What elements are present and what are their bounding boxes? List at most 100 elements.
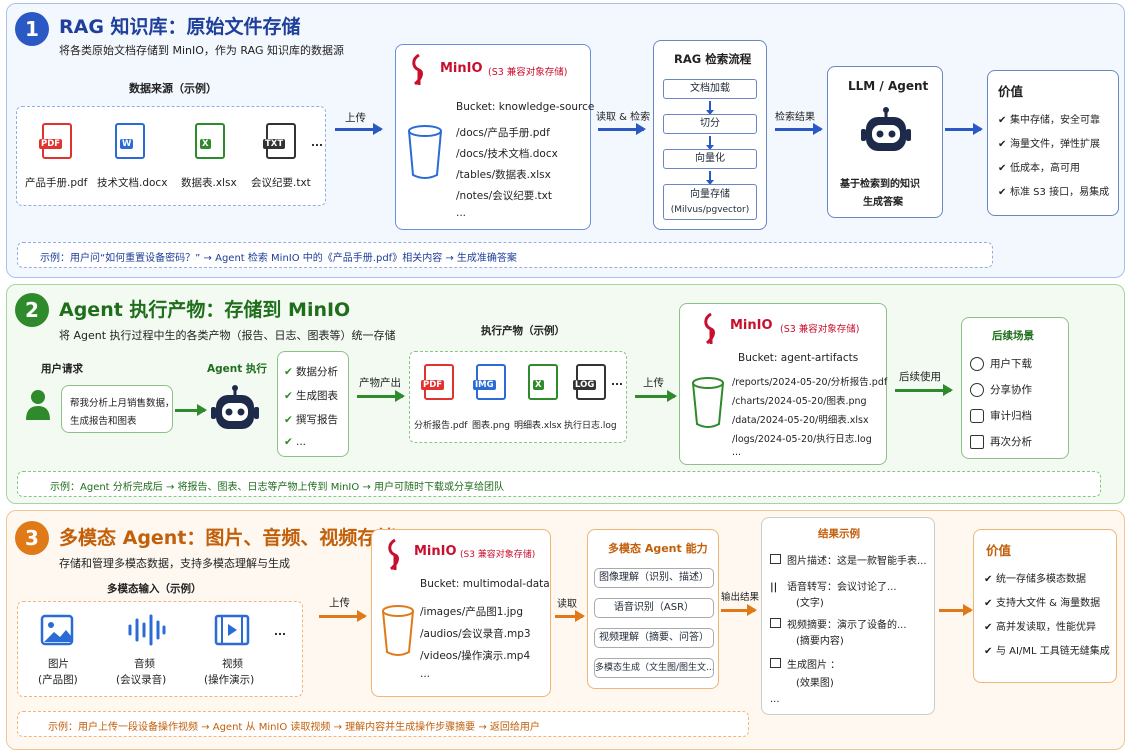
upload-label: 上传 xyxy=(643,377,664,389)
result-sub: (摘要内容) xyxy=(796,636,844,647)
value-arrow xyxy=(945,123,983,135)
section-multimodal: 3 多模态 Agent：图片、音频、视频存储 存储和管理多模态数据，支持多模态理… xyxy=(6,510,1125,750)
user-message: 帮我分析上月销售数据， 生成报告和图表 xyxy=(61,385,175,433)
value-item: ✔统一存储多模态数据 xyxy=(984,574,1086,585)
user-icon xyxy=(26,390,50,420)
minio-box: MinIO (S3 兼容对象存储) Bucket: multimodal-dat… xyxy=(371,529,551,697)
value-item: ✔集中存储，安全可靠 xyxy=(998,115,1100,126)
file-name: 产品手册.pdf xyxy=(25,177,88,189)
capability-item: 多模态生成（文生图/图生文... xyxy=(594,658,714,678)
object-path: /data/2024-05-20/明细表.xlsx xyxy=(732,415,869,426)
produce-arrow xyxy=(357,390,405,402)
value-item: ✔海量文件，弹性扩展 xyxy=(998,139,1100,150)
rag-step: 文档加载 xyxy=(663,79,757,99)
video-icon xyxy=(770,618,781,628)
image-icon xyxy=(770,658,781,668)
rag-flow-box: RAG 检索流程 文档加载 切分 向量化 向量存储(Milvus/pgvecto… xyxy=(653,40,767,230)
section-title: Agent 执行产物：存储到 MinIO xyxy=(59,299,351,321)
more-ellipsis: ... xyxy=(311,137,323,149)
output-arrow xyxy=(721,604,757,616)
down-arrow xyxy=(706,136,714,150)
output-label: 输出结果 xyxy=(721,592,760,603)
log-file-icon: LOG xyxy=(573,364,606,400)
value-title: 价值 xyxy=(998,84,1024,99)
value-item: ✔低成本，高可用 xyxy=(998,163,1080,174)
analysis-icon xyxy=(970,435,984,449)
task-item: ✔数据分析 xyxy=(284,366,338,378)
file-name: 执行日志.log xyxy=(564,421,617,431)
object-path: /tables/数据表.xlsx xyxy=(456,169,551,181)
inputs-box: ... 图片 (产品图) 音频 (会议录音) 视频 (操作演示) xyxy=(17,601,303,697)
section-rag: 1 RAG 知识库：原始文件存储 将各类原始文档存储到 MinIO，作为 RAG… xyxy=(6,3,1125,278)
file-name: 图表.png xyxy=(472,421,510,431)
example-box: 示例：用户问“如何重置设备密码？” → Agent 检索 MinIO 中的《产品… xyxy=(17,242,993,268)
file-name: 技术文档.docx xyxy=(97,177,168,189)
value-item: ✔高并发读取，性能优异 xyxy=(984,622,1096,633)
capability-title: 多模态 Agent 能力 xyxy=(608,542,708,555)
example-text: 示例：用户问“如何重置设备密码？” → Agent 检索 MinIO 中的《产品… xyxy=(40,253,517,264)
capability-box: 多模态 Agent 能力 图像理解（识别、描述） 语音识别（ASR） 视频理解（… xyxy=(587,529,719,689)
object-path: ... xyxy=(732,447,742,458)
share-icon xyxy=(970,383,984,397)
archive-icon xyxy=(970,409,984,423)
upload-label: 上传 xyxy=(329,597,350,609)
llm-title: LLM / Agent xyxy=(848,79,929,93)
value-box: 价值 ✔统一存储多模态数据 ✔支持大文件 & 海量数据 ✔高并发读取，性能优异 … xyxy=(973,529,1117,683)
minio-name: MinIO xyxy=(414,544,457,559)
scene-item: 分享协作 xyxy=(970,382,1032,397)
scene-item: 用户下载 xyxy=(970,356,1032,371)
image-icon xyxy=(770,554,781,564)
capability-item: 语音识别（ASR） xyxy=(594,598,714,618)
value-item: ✔与 AI/ML 工具链无缝集成 xyxy=(984,646,1110,657)
input-title: 多模态输入（示例） xyxy=(107,583,202,595)
excel-file-icon: X xyxy=(528,364,558,400)
result-sub: (文字) xyxy=(796,598,824,609)
result-item: ||语音转写：会议讨论了... xyxy=(770,582,897,593)
scene-title: 后续场景 xyxy=(992,330,1034,342)
section-agent-artifacts: 2 Agent 执行产物：存储到 MinIO 将 Agent 执行过程中生的各类… xyxy=(6,284,1125,504)
image-file-icon: IMG xyxy=(473,364,506,400)
object-path: /reports/2024-05-20/分析报告.pdf xyxy=(732,377,888,388)
excel-file-icon: X xyxy=(195,123,225,159)
result-sub: (效果图) xyxy=(796,678,834,689)
download-icon xyxy=(970,357,984,371)
rag-step: 向量化 xyxy=(663,149,757,169)
object-path: /videos/操作演示.mp4 xyxy=(420,650,531,662)
image-icon xyxy=(40,614,74,646)
input-name: 视频 xyxy=(222,658,243,670)
outputs-title: 执行产物（示例） xyxy=(481,325,565,337)
video-icon xyxy=(214,614,250,646)
read-label: 读取 & 检索 xyxy=(596,112,651,123)
sources-box: PDF W X TXT ... 产品手册.pdf 技术文档.docx 数据表.x… xyxy=(16,106,326,206)
down-arrow xyxy=(706,101,714,115)
rag-step: 向量存储(Milvus/pgvector) xyxy=(663,184,757,220)
minio-logo-icon xyxy=(388,538,400,571)
section-number: 3 xyxy=(15,521,49,555)
section-title: 多模态 Agent：图片、音频、视频存储 xyxy=(59,527,396,549)
bucket-name: Bucket: agent-artifacts xyxy=(738,352,859,364)
task-item: ✔生成图表 xyxy=(284,390,338,402)
audio-wave-icon: || xyxy=(770,582,778,593)
object-path: /notes/会议纪要.txt xyxy=(456,190,552,202)
file-name: 会议纪要.txt xyxy=(251,177,311,189)
input-name: 图片 xyxy=(48,658,69,670)
result-item: 生成图片 ： xyxy=(770,656,840,671)
bucket-icon xyxy=(692,377,724,428)
minio-name: MinIO xyxy=(730,318,773,333)
more-ellipsis: ... xyxy=(770,694,780,705)
capability-item: 图像理解（识别、描述） xyxy=(594,568,714,588)
results-title: 结果示例 xyxy=(818,528,860,540)
later-arrow xyxy=(895,384,953,396)
section-title: RAG 知识库：原始文件存储 xyxy=(59,16,301,38)
example-box: 示例：Agent 分析完成后 → 将报告、图表、日志等产物上传到 MinIO →… xyxy=(17,471,1101,497)
object-path: /charts/2024-05-20/图表.png xyxy=(732,396,867,407)
input-desc: (操作演示) xyxy=(204,674,255,686)
rag-step: 切分 xyxy=(663,114,757,134)
task-item: ✔... xyxy=(284,436,307,448)
minio-name: MinIO xyxy=(440,61,483,76)
upload-label: 上传 xyxy=(345,112,366,124)
minio-logo-icon xyxy=(704,312,716,345)
outputs-box: PDF IMG X LOG ... 分析报告.pdf 图表.png 明细表.xl… xyxy=(409,351,627,443)
example-text: 示例：Agent 分析完成后 → 将报告、图表、日志等产物上传到 MinIO →… xyxy=(50,482,504,493)
minio-tag: (S3 兼容对象存储) xyxy=(780,324,860,335)
